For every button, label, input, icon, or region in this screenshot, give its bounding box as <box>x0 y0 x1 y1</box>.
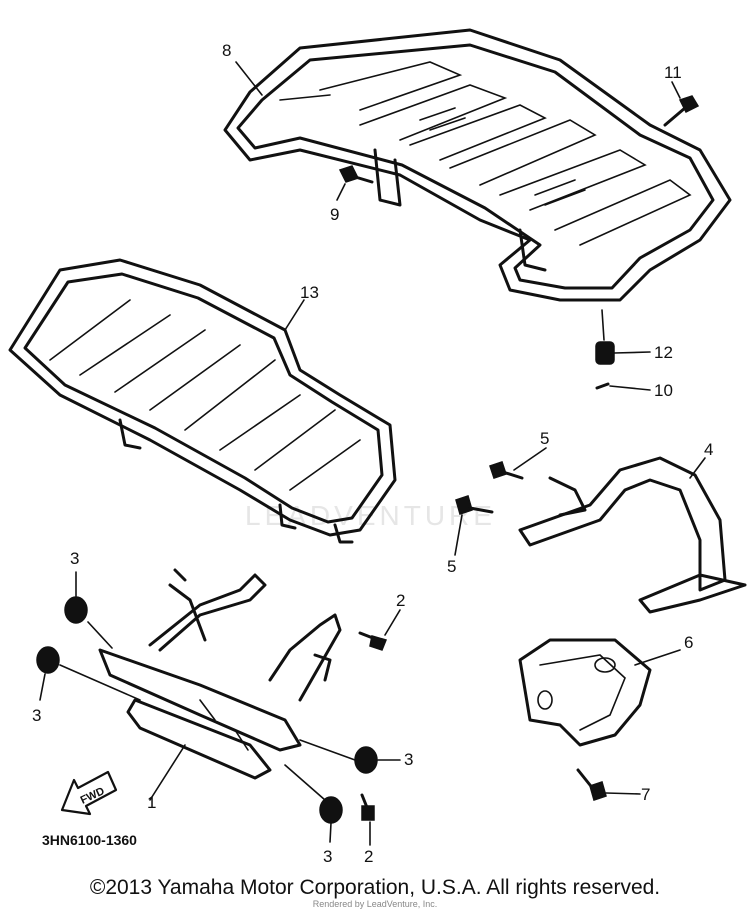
callout-9: 9 <box>330 205 339 224</box>
callout-3: 3 <box>70 549 79 568</box>
callout-3: 3 <box>32 706 41 725</box>
leader-lines <box>39 61 706 846</box>
callout-8: 8 <box>222 41 231 60</box>
callout-1: 1 <box>147 793 156 812</box>
bolt-part-5b <box>455 495 494 515</box>
callout-5: 5 <box>447 557 456 576</box>
copyright-notice: ©2013 Yamaha Motor Corporation, U.S.A. A… <box>89 876 661 899</box>
callout-3: 3 <box>323 847 332 866</box>
callout-2: 2 <box>364 847 373 866</box>
callout-13: 13 <box>300 283 319 302</box>
bolt-part-2a <box>358 631 388 651</box>
nut-part-12 <box>595 341 615 365</box>
grommet-part-3b <box>36 646 60 674</box>
grommet-part-3a <box>64 596 88 624</box>
front-carrier-part-13 <box>8 258 397 544</box>
callout-10: 10 <box>654 381 673 400</box>
callout-3: 3 <box>404 750 413 769</box>
callout-6: 6 <box>684 633 693 652</box>
diagram-code: 3HN6100-1360 <box>42 832 137 848</box>
callout-7: 7 <box>641 785 650 804</box>
bracket-part-4 <box>518 456 747 614</box>
bolt-part-9 <box>338 165 374 184</box>
callout-4: 4 <box>704 440 713 459</box>
callout-12: 12 <box>654 343 673 362</box>
rear-carrier-part-8 <box>223 28 732 302</box>
rendered-by-notice: Rendered by LeadVenture, Inc. <box>312 899 438 909</box>
callout-11: 11 <box>664 63 682 82</box>
pin-part-10 <box>595 382 610 390</box>
bolt-part-7 <box>576 768 607 801</box>
bolt-part-11 <box>663 95 700 127</box>
callout-5: 5 <box>540 429 549 448</box>
callout-2: 2 <box>396 591 405 610</box>
fwd-arrow-icon: FWD <box>60 770 118 816</box>
frame-part-1 <box>98 568 342 780</box>
bolt-part-5a <box>489 461 524 480</box>
bracket-part-6 <box>518 638 652 747</box>
grommet-part-3c <box>354 746 378 774</box>
bolt-part-2b <box>360 793 375 821</box>
grommet-part-3d <box>319 796 343 824</box>
callout-labels: 1 2 2 3 3 3 3 4 5 5 6 7 8 9 10 11 12 13 <box>32 41 713 866</box>
